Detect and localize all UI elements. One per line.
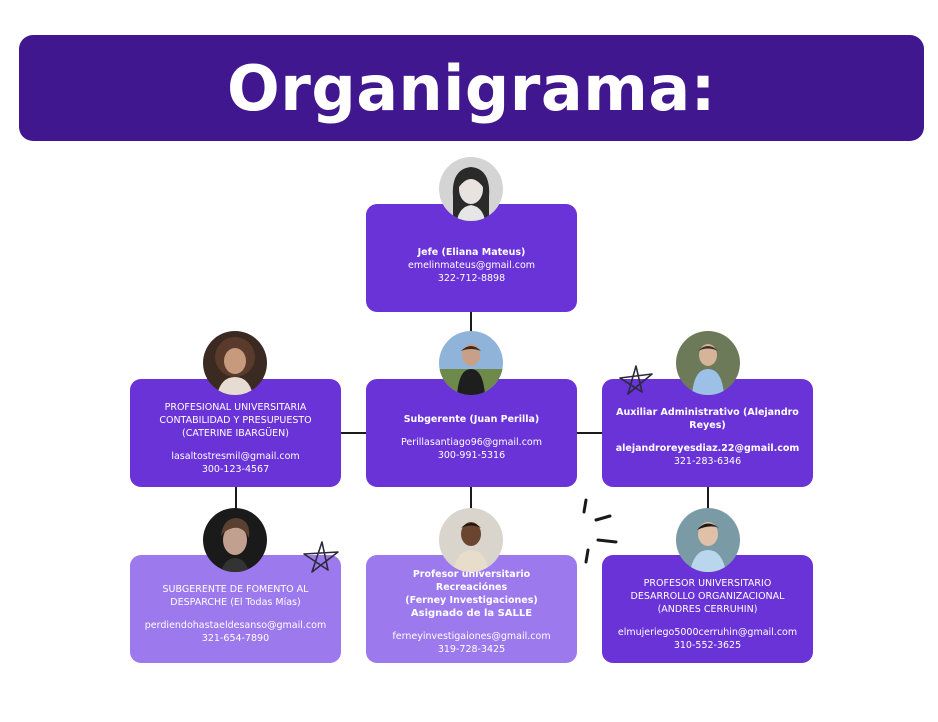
- card-title-line: PROFESIONAL UNIVERSITARIA: [164, 401, 307, 413]
- avatar-juan: [439, 331, 503, 395]
- card-phone: 321-654-7890: [201, 633, 270, 644]
- card-email: lasaltostresmil@gmail.com: [171, 450, 300, 462]
- card-email: emelinmateus@gmail.com: [407, 259, 536, 271]
- card-email: ferneyinvestigaiones@gmail.com: [392, 631, 551, 642]
- card-title: Subgerente (Juan Perilla): [403, 413, 540, 425]
- org-card-auxiliar: Auxiliar Administrativo (Alejandro Reyes…: [602, 379, 813, 487]
- avatar-jefe: [439, 157, 503, 221]
- card-title-line: (Ferney Investigaciones): [405, 595, 538, 606]
- connector-right: [577, 432, 602, 434]
- card-title-line: SUBGERENTE DE FOMENTO AL: [162, 584, 309, 595]
- avatar-alejandro: [676, 331, 740, 395]
- org-card-profesional-contabilidad: PROFESIONAL UNIVERSITARIA CONTABILIDAD Y…: [130, 379, 341, 487]
- connector-left: [341, 432, 366, 434]
- card-phone: 300-123-4567: [201, 463, 270, 475]
- org-card-jefe: Jefe (Eliana Mateus) emelinmateus@gmail.…: [366, 204, 577, 312]
- card-email: elmujeriego5000cerruhin@gmail.com: [617, 626, 798, 638]
- avatar-ferney: [439, 508, 503, 572]
- card-title-line: Profesor universitario Recreaciónes: [412, 569, 531, 593]
- card-title-line: (CATERINE IBARGÜEN): [182, 427, 289, 439]
- card-email: alejandroreyesdiaz.22@gmail.com: [615, 443, 800, 454]
- card-title-line: PROFESOR UNIVERSITARIO: [643, 577, 772, 589]
- card-email: Perillasantiago96@gmail.com: [401, 436, 542, 448]
- connector-center-down: [470, 487, 472, 509]
- title-banner: Organigrama:: [19, 35, 924, 141]
- card-phone: 310-552-3625: [673, 639, 742, 651]
- card-phone: 322-712-8898: [437, 272, 506, 284]
- connector-jefe-sub: [470, 312, 472, 332]
- star-doodle-icon: [619, 365, 653, 395]
- card-title-line: (ANDRES CERRUHIN): [657, 603, 758, 615]
- card-title-line: DESPARCHE (El Todas Mías): [170, 597, 301, 608]
- avatar-caterine: [203, 331, 267, 395]
- card-phone: 319-728-3425: [437, 644, 506, 655]
- connector-left-down: [235, 487, 237, 509]
- card-title-line: Asignado de la SALLE: [410, 608, 533, 619]
- connector-right-down: [707, 487, 709, 509]
- org-card-profesor-desarrollo: PROFESOR UNIVERSITARIO DESARROLLO ORGANI…: [602, 555, 813, 663]
- page-title: Organigrama:: [227, 51, 716, 125]
- card-title: Jefe (Eliana Mateus): [417, 246, 526, 258]
- star-doodle-icon: [303, 541, 339, 573]
- avatar-subgerente-fomento: [203, 508, 267, 572]
- avatar-andres: [676, 508, 740, 572]
- sparkle-lines-icon: [582, 498, 618, 564]
- org-card-subgerente-fomento: SUBGERENTE DE FOMENTO AL DESPARCHE (El T…: [130, 555, 341, 663]
- card-phone: 300-991-5316: [437, 449, 506, 461]
- card-title-line: CONTABILIDAD Y PRESUPUESTO: [159, 414, 312, 426]
- org-card-subgerente: Subgerente (Juan Perilla) Perillasantiag…: [366, 379, 577, 487]
- org-card-profesor-recreaciones: Profesor universitario Recreaciónes (Fer…: [366, 555, 577, 663]
- card-email: perdiendohastaeldesanso@gmail.com: [144, 620, 327, 631]
- card-title-line: DESARROLLO ORGANIZACIONAL: [630, 590, 785, 602]
- card-phone: 321-283-6346: [673, 456, 742, 467]
- card-title: Auxiliar Administrativo (Alejandro Reyes…: [616, 407, 799, 431]
